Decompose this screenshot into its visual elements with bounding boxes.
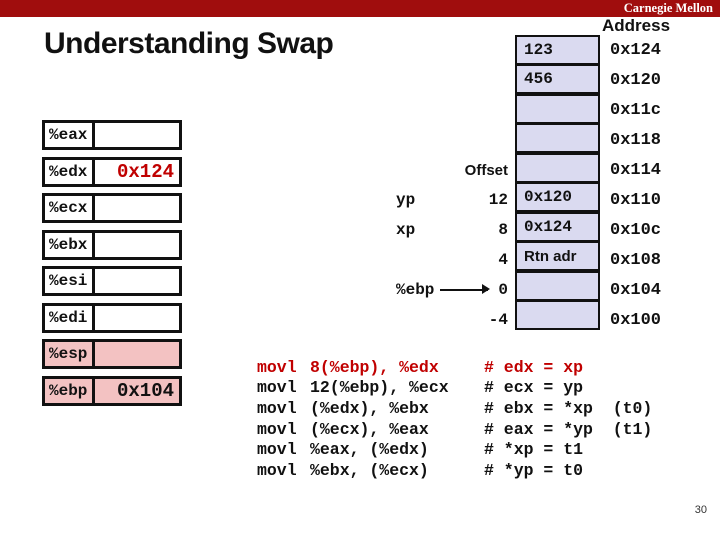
- address-label: 0x120: [610, 70, 662, 90]
- code-operands: %ebx, (%ecx): [310, 460, 429, 480]
- memory-cell: 0x124: [515, 211, 600, 242]
- offset-row-yp: yp 12: [396, 185, 508, 215]
- offset-value: -4: [488, 311, 508, 329]
- register-row-ecx: %ecx: [42, 193, 182, 223]
- code-operands: 8(%ebp), %edx: [310, 357, 439, 377]
- memory-cell: [515, 300, 600, 330]
- register-value: [95, 123, 179, 147]
- offset-row-neg4: -4: [396, 305, 508, 335]
- code-operands: %eax, (%edx): [310, 440, 429, 460]
- register-value: 0x124: [116, 160, 174, 183]
- memory-cell-value: 0x120: [524, 188, 573, 206]
- memory-cell: 0x120: [515, 182, 600, 212]
- code-instruction: movl: [257, 419, 297, 439]
- offset-row-rtn: 4: [396, 245, 508, 275]
- code-operands: (%ecx), %eax: [310, 419, 429, 439]
- memory-cell-rtn-adr: Rtn adr: [515, 241, 600, 271]
- code-line: movl 8(%ebp), %edx # edx = xp: [257, 357, 652, 378]
- code-operands: 12(%ebp), %ecx: [310, 378, 449, 398]
- code-comment: # *xp = t1: [484, 440, 584, 460]
- register-value: [95, 306, 179, 330]
- address-label: 0x124: [610, 40, 662, 60]
- address-label: 0x118: [610, 130, 662, 150]
- assembly-code: movl 8(%ebp), %edx # edx = xp movl 12(%e…: [257, 357, 652, 481]
- code-comment: # *yp = t0: [484, 460, 584, 480]
- register-name: %esi: [45, 269, 95, 293]
- code-comment: # eax = *yp (t1): [484, 419, 653, 439]
- memory-cell: [515, 123, 600, 153]
- register-name: %edx: [45, 159, 95, 184]
- memory-cell-value: 0x124: [524, 217, 573, 236]
- offset-header-label: Offset: [464, 161, 508, 179]
- brand-bar: Carnegie Mellon: [0, 0, 720, 17]
- address-label: 0x11c: [610, 100, 662, 120]
- memory-cell-value: 123: [524, 40, 553, 59]
- brand-text: Carnegie Mellon: [623, 1, 713, 16]
- register-name: %edi: [45, 305, 95, 330]
- address-label: 0x100: [610, 310, 662, 330]
- address-label: 0x108: [610, 250, 662, 270]
- register-row-edx: %edx 0x124: [42, 156, 182, 187]
- memory-cell-value: 456: [524, 70, 553, 88]
- register-name: %ebp: [45, 378, 95, 403]
- register-value: [95, 342, 179, 366]
- offset-value: 12: [488, 191, 508, 209]
- code-line: movl (%edx), %ebx # ebx = *xp (t0): [257, 398, 652, 419]
- register-row-esi: %esi: [42, 266, 182, 296]
- register-value: [95, 269, 179, 293]
- address-column: 0x124 0x120 0x11c 0x118 0x114 0x110 0x10…: [610, 35, 661, 335]
- offset-row-xp: xp 8: [396, 215, 508, 245]
- memory-cell: 123: [515, 34, 600, 65]
- offset-column: Offset yp 12 xp 8 4 %ebp 0 -4: [396, 155, 508, 335]
- code-instruction: movl: [257, 440, 297, 460]
- memory-cell: [515, 152, 600, 183]
- offset-row-ebp: %ebp 0: [396, 275, 508, 305]
- memory-cell: 456: [515, 64, 600, 94]
- register-value: [95, 233, 179, 257]
- address-label: 0x110: [610, 190, 662, 210]
- register-row-esp: %esp: [42, 339, 182, 369]
- code-comment: # ecx = yp: [484, 378, 584, 398]
- code-instruction: movl: [257, 460, 297, 480]
- register-name: %eax: [45, 123, 95, 147]
- code-line: movl (%ecx), %eax # eax = *yp (t1): [257, 419, 652, 440]
- memory-cell: [515, 270, 600, 301]
- ebp-pointer-arrow-icon: [440, 285, 491, 294]
- offset-column-header: Offset: [396, 155, 508, 185]
- memory-stack: 123 456 0x120 0x124 Rtn adr: [515, 34, 600, 330]
- code-operands: (%edx), %ebx: [310, 398, 429, 418]
- offset-value: 8: [498, 221, 508, 239]
- register-file: %eax %edx 0x124 %ecx %ebx %esi %edi %esp: [42, 120, 182, 412]
- address-column-header: Address: [602, 16, 671, 35]
- page-number: 30: [694, 504, 707, 516]
- param-label: xp: [396, 221, 416, 239]
- code-instruction: movl: [257, 357, 297, 377]
- register-row-ebx: %ebx: [42, 229, 182, 260]
- register-name: %ebx: [45, 232, 95, 257]
- param-label: yp: [396, 191, 416, 209]
- address-label: 0x10c: [610, 220, 662, 240]
- register-row-eax: %eax: [42, 120, 182, 150]
- code-instruction: movl: [257, 398, 297, 418]
- code-line: movl 12(%ebp), %ecx # ecx = yp: [257, 378, 652, 399]
- code-comment: # edx = xp: [484, 357, 584, 377]
- register-name: %esp: [45, 342, 95, 366]
- code-comment: # ebx = *xp (t0): [484, 398, 653, 418]
- register-row-edi: %edi: [42, 302, 182, 333]
- slide-title: Understanding Swap: [44, 27, 334, 60]
- code-line: movl %ebx, (%ecx) # *yp = t0: [257, 460, 652, 481]
- address-label: 0x114: [610, 160, 662, 180]
- offset-value: 4: [498, 251, 508, 269]
- register-name: %ecx: [45, 196, 95, 220]
- register-value: [95, 196, 179, 220]
- address-label: 0x104: [610, 280, 662, 300]
- code-line: movl %eax, (%edx) # *xp = t1: [257, 439, 652, 460]
- register-row-ebp: %ebp 0x104: [42, 375, 182, 406]
- memory-cell-value: Rtn adr: [524, 247, 577, 265]
- register-value: 0x104: [116, 379, 174, 402]
- memory-cell: [515, 93, 600, 124]
- code-instruction: movl: [257, 378, 297, 398]
- offset-value: 0: [498, 281, 508, 299]
- ebp-pointer-label: %ebp: [396, 281, 435, 299]
